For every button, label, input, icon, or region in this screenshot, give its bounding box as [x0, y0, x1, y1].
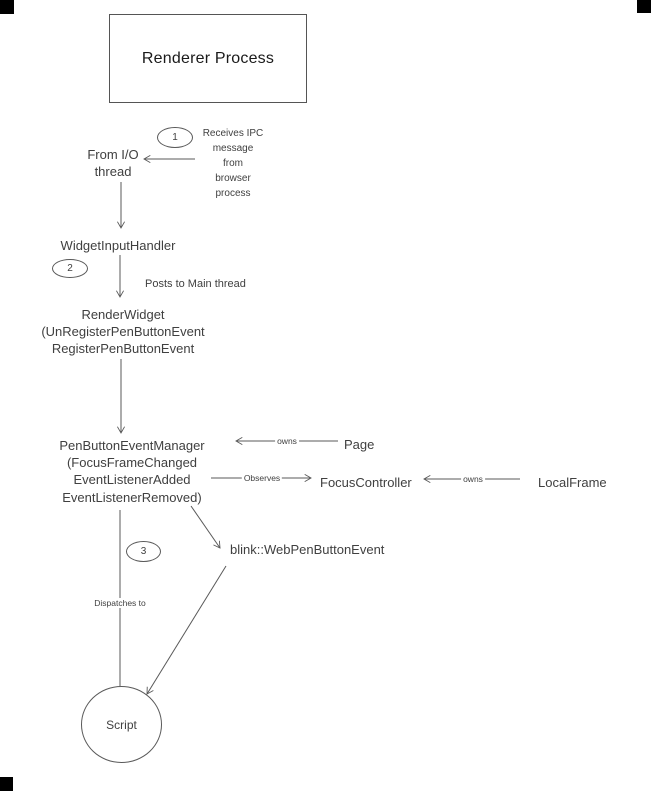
script-circle: Script: [81, 686, 162, 763]
node-page: Page: [344, 437, 375, 452]
node-render-widget: RenderWidget (UnRegisterPenButtonEvent R…: [41, 307, 205, 356]
step-badge-3-number: 3: [140, 546, 147, 557]
step-badge-3: 3: [126, 541, 161, 562]
step-badge-2: 2: [52, 259, 88, 278]
annotation-dispatches-to: Dispatches to: [92, 598, 148, 608]
arrow-manager-to-blink-event: [190, 505, 221, 549]
node-pen-button-event-manager: PenButtonEventManager (FocusFrameChanged…: [59, 438, 205, 505]
node-focus-controller: FocusController: [320, 475, 412, 490]
arrow-blink-event-to-script: [146, 565, 227, 695]
corner-mark-top-left: [0, 0, 14, 14]
renderer-process-label: Renderer Process: [141, 49, 275, 67]
step-badge-2-number: 2: [67, 263, 73, 274]
node-blink-web-pen-button-event: blink::WebPenButtonEvent: [230, 542, 385, 557]
annotation-posts-to-main-thread: Posts to Main thread: [145, 278, 246, 290]
node-local-frame: LocalFrame: [538, 475, 607, 490]
step-badge-1: 1: [157, 127, 193, 148]
corner-mark-top-right: [637, 0, 651, 13]
script-label: Script: [106, 717, 137, 732]
node-widget-input-handler: WidgetInputHandler: [60, 238, 176, 253]
annotation-receives-ipc: Receives IPC message from browser proces…: [202, 128, 264, 199]
renderer-process-box: Renderer Process: [109, 14, 307, 103]
corner-mark-bottom-left: [0, 777, 13, 791]
edge-label-owns-localframe: owns: [461, 474, 485, 484]
edge-label-observes: Observes: [241, 473, 283, 483]
node-from-io-thread: From I/O thread: [87, 147, 139, 179]
edge-label-owns-page: owns: [275, 436, 299, 446]
step-badge-1-number: 1: [172, 132, 178, 143]
